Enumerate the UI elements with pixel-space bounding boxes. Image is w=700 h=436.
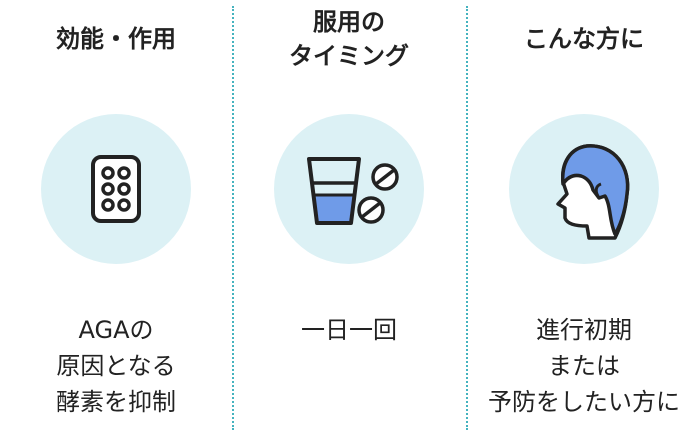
text-line: または [548, 352, 620, 380]
column-heading: こんな方に [468, 0, 700, 78]
text-line: 酵素を抑制 [56, 388, 176, 416]
heading-line: 服用の [313, 8, 385, 36]
column-heading: 服用の タイミング [233, 0, 465, 78]
column-text: 一日一回 [233, 312, 465, 348]
heading-line: タイミング [289, 42, 409, 70]
column-text: 進行初期 または 予防をしたい方に [468, 312, 700, 420]
column-target: こんな方に 進行初期 または 予防をしたい方に [468, 0, 700, 436]
text-line: 進行初期 [536, 316, 632, 344]
text-line: 一日一回 [301, 316, 397, 344]
water-glass-and-tablets-icon [307, 157, 399, 225]
column-text: AGAの 原因となる 酵素を抑制 [0, 312, 232, 420]
column-divider [232, 6, 234, 430]
column-heading: 効能・作用 [0, 0, 232, 78]
heading-line: 効能・作用 [56, 25, 176, 53]
column-divider [466, 6, 468, 430]
text-line: 予防をしたい方に [488, 388, 680, 416]
head-profile-icon [556, 144, 630, 240]
column-effect: 効能・作用 AGAの 原因となる 酵素を抑制 [0, 0, 232, 436]
pill-blister-icon [91, 155, 141, 223]
icon-circle [509, 114, 659, 264]
column-timing: 服用の タイミング 一日一回 [233, 0, 465, 436]
text-line: AGAの [78, 316, 154, 344]
icon-circle [274, 114, 424, 264]
heading-line: こんな方に [524, 25, 644, 53]
icon-circle [41, 114, 191, 264]
text-line: 原因となる [56, 352, 176, 380]
